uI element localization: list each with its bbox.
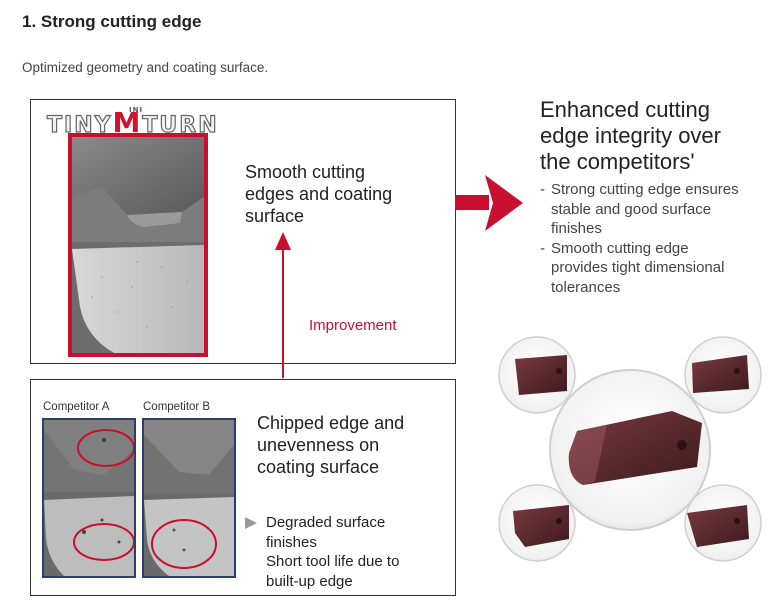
enhanced-headline: Enhanced cutting edge integrity over the…	[540, 97, 721, 174]
competitor-a-label: Competitor A	[43, 401, 110, 413]
smooth-edge-caption: Smooth cutting edges and coating surface	[245, 162, 393, 226]
benefit-item: - Strong cutting edge ensures stable and…	[540, 181, 739, 237]
competitor-b-micrograph	[142, 418, 236, 578]
tool-image-bottom-left	[498, 484, 576, 562]
section-heading: 1. Strong cutting edge	[22, 12, 202, 31]
tool-product-images	[498, 336, 762, 562]
competitor-a-micrograph	[42, 418, 136, 578]
section-subheading: Optimized geometry and coating surface.	[22, 60, 269, 75]
tinyminiturn-micrograph	[68, 133, 208, 357]
improvement-label: Improvement	[309, 317, 397, 334]
benefit-item: - Smooth cutting edge provides tight dim…	[540, 239, 725, 296]
tool-image-bottom-right	[684, 484, 762, 562]
competitor-b-label: Competitor B	[143, 401, 211, 413]
tool-image-top-right	[684, 336, 762, 414]
result-arrow-icon	[455, 175, 523, 231]
tool-image-top-left	[498, 336, 576, 414]
improvement-arrow	[275, 232, 291, 378]
tinyminiturn-panel: TINYMTURN INI Smooth	[30, 99, 456, 364]
benefit-list: - Strong cutting edge ensures stable and…	[540, 180, 765, 297]
chipped-edge-caption: Chipped edge and unevenness on coating s…	[257, 413, 405, 477]
triangle-bullet-icon	[245, 517, 257, 529]
tool-image-center	[549, 369, 711, 531]
